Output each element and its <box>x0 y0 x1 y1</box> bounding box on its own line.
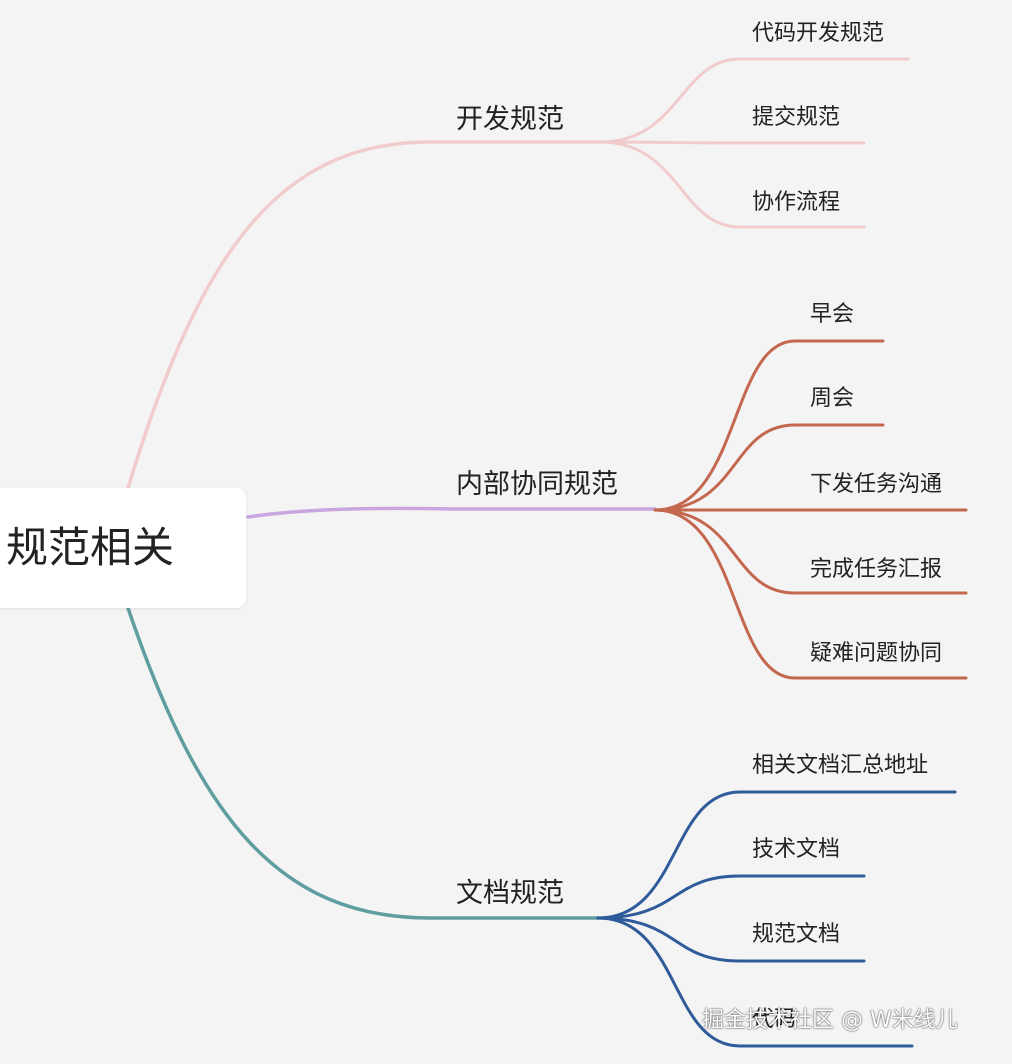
leaf-code-dev-standards[interactable]: 代码开发规范 <box>752 21 885 46</box>
leaf-code[interactable]: 代码 <box>752 1007 797 1032</box>
root-node[interactable] <box>0 488 246 608</box>
mindmap-edges <box>126 57 968 1048</box>
leaf-standard-docs[interactable]: 规范文档 <box>752 922 841 947</box>
branch-internal-collaboration[interactable]: 内部协同规范 <box>456 469 618 500</box>
leaf-collab-process[interactable]: 协作流程 <box>752 190 841 215</box>
edge-internal-report <box>653 508 968 595</box>
edge-dev-commit <box>598 140 866 145</box>
leaf-task-report[interactable]: 完成任务汇报 <box>810 557 943 582</box>
root-node-label: 规范相关 <box>6 523 175 572</box>
edge-doc-tech <box>596 874 866 920</box>
edge-doc-index <box>596 790 957 920</box>
leaf-commit-standards[interactable]: 提交规范 <box>752 105 841 130</box>
edge-doc-standard <box>596 916 866 963</box>
edge-root-doc-standards <box>126 606 600 920</box>
branch-doc-standards[interactable]: 文档规范 <box>456 878 564 909</box>
leaf-problem-collab[interactable]: 疑难问题协同 <box>810 641 943 666</box>
edge-dev-process <box>598 140 866 229</box>
leaf-morning-meeting[interactable]: 早会 <box>810 302 855 327</box>
leaf-task-assignment[interactable]: 下发任务沟通 <box>810 472 943 497</box>
edge-doc-code <box>596 916 914 1048</box>
branch-dev-standards[interactable]: 开发规范 <box>456 104 564 135</box>
edge-dev-code <box>598 57 910 144</box>
watermark: 掘金技术社区 @ W米线儿 <box>702 1008 958 1033</box>
edge-internal-problem <box>653 508 968 680</box>
leaf-tech-docs[interactable]: 技术文档 <box>752 837 841 862</box>
leaf-weekly-meeting[interactable]: 周会 <box>810 386 855 411</box>
edge-root-dev-standards <box>126 140 602 490</box>
leaf-doc-index[interactable]: 相关文档汇总地址 <box>752 753 929 778</box>
edge-internal-weekly <box>653 423 885 512</box>
edge-root-internal-collaboration <box>246 506 657 519</box>
edge-internal-morning <box>653 339 885 512</box>
